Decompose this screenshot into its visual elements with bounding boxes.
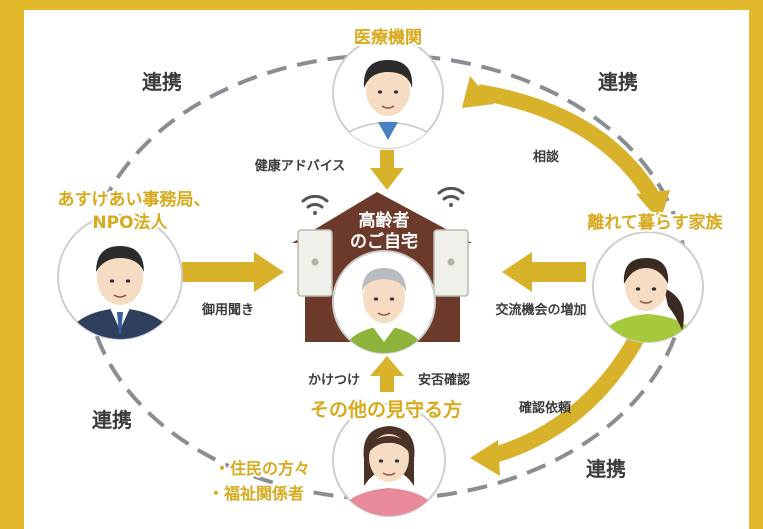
home-label-line2: のご自宅 (350, 231, 418, 252)
flow-label-exchange: 交流機会の増加 (495, 302, 586, 318)
arrow-visit (182, 252, 284, 292)
elderly-home: 高齢者 のご自宅 (292, 186, 472, 354)
arrow-health-advice (370, 150, 404, 190)
home-label-line1: 高齢者 (359, 210, 410, 231)
flow-label-visit: 御用聞き (201, 302, 254, 318)
family-node: 離れて暮らす家族 (585, 210, 726, 343)
flow-arrows (182, 150, 586, 392)
arrow-exchange (502, 252, 586, 292)
link-label-top-left: 連携 (142, 70, 182, 94)
watchers-label: その他の見守る方 (310, 398, 462, 421)
link-label-bottom-right: 連携 (586, 457, 626, 481)
resident-woman-icon (338, 426, 440, 516)
link-label-top-right: 連携 (598, 70, 638, 94)
flow-label-rush: かけつけ (308, 373, 360, 388)
medical-label: 医療機関 (354, 27, 422, 48)
arrow-consultation (462, 76, 670, 222)
medical-node: 医療機関 (332, 25, 444, 149)
arrow-safety (370, 356, 404, 392)
link-label-bottom-left: 連携 (92, 408, 132, 432)
residents-label-line1: ・住民の方々 (214, 459, 310, 478)
residents-node: ・住民の方々 ・福祉関係者 (206, 403, 446, 517)
flow-label-safety-check: 安否確認 (418, 372, 470, 388)
asukeai-label-line1: あすけあい事務局、 (58, 189, 211, 210)
flow-label-health-advice: 健康アドバイス (255, 158, 346, 174)
family-label: 離れて暮らす家族 (587, 212, 723, 233)
asukeai-label-line2: NPO法人 (92, 212, 168, 233)
residents-label-line2: ・福祉関係者 (208, 484, 304, 503)
flow-label-consultation: 相談 (533, 149, 560, 165)
wifi-left-icon (301, 194, 329, 215)
flow-label-check-request: 確認依頼 (519, 400, 572, 416)
wifi-right-icon (437, 186, 465, 207)
